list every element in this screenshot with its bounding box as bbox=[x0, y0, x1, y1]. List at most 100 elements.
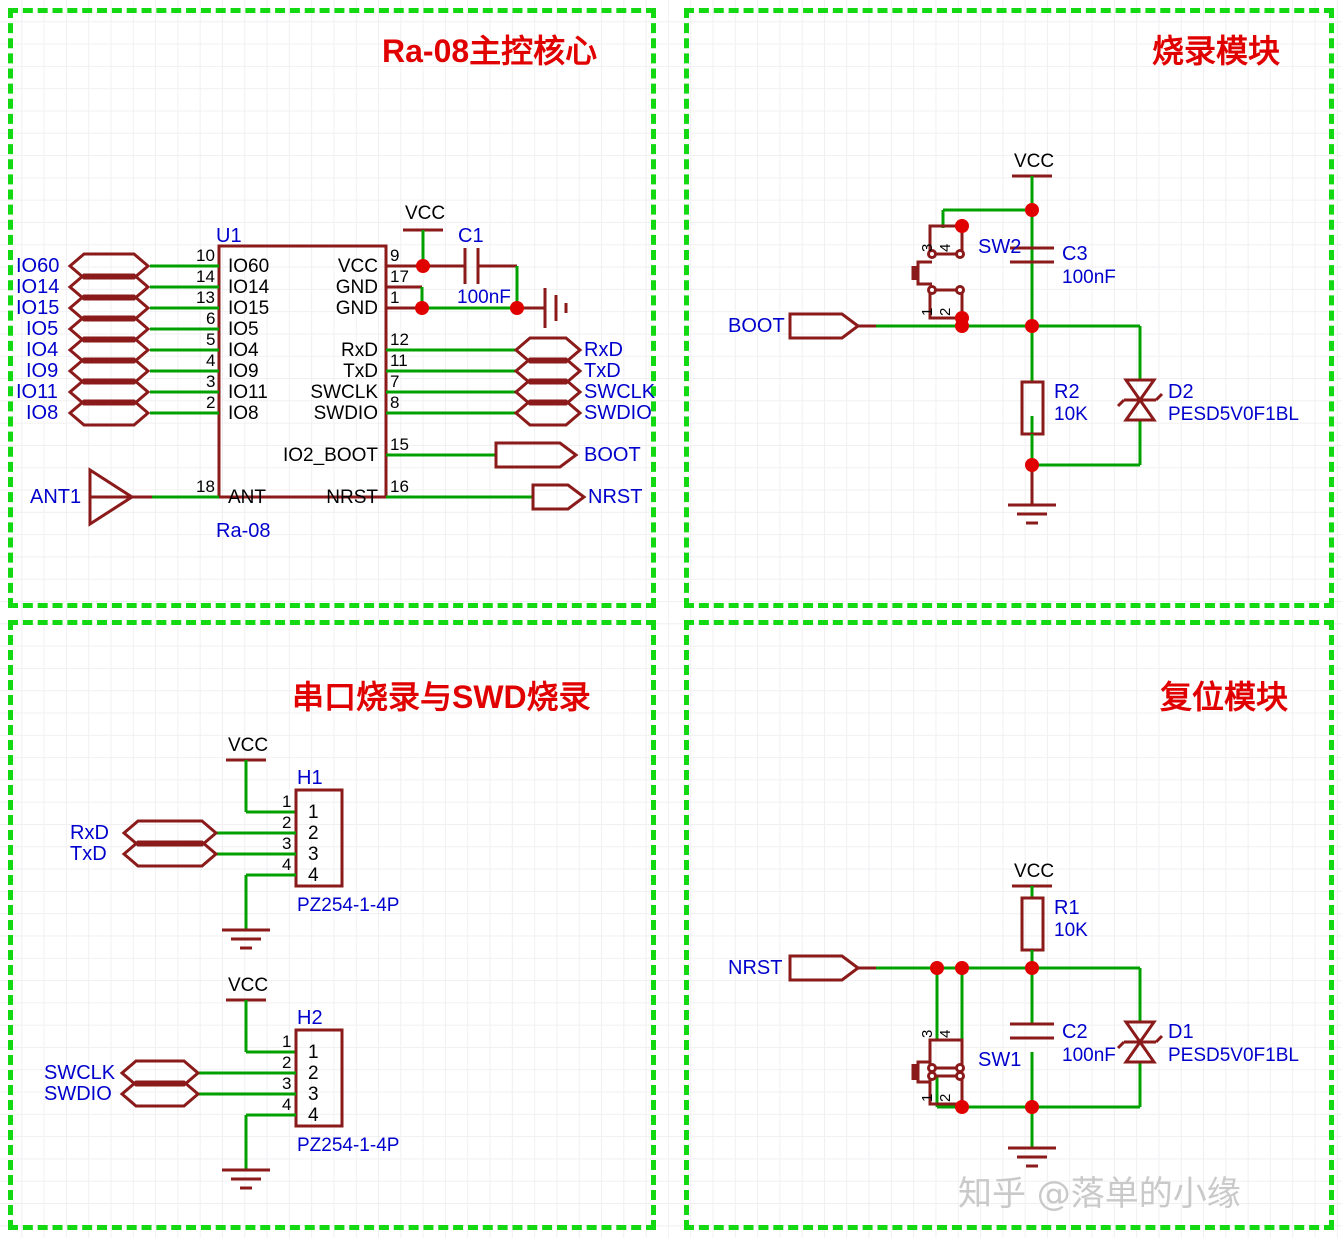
h2-pin-num-4: 4 bbox=[282, 1095, 292, 1114]
sw1-ref: SW1 bbox=[978, 1049, 1022, 1071]
gnd-symbol-h1 bbox=[222, 928, 270, 950]
u1-pin-num-18: 18 bbox=[196, 477, 215, 496]
c2-ref: C2 bbox=[1062, 1021, 1088, 1043]
u1-pin-num-7: 7 bbox=[390, 372, 400, 391]
h1-ref: H1 bbox=[297, 767, 323, 789]
r2-value: 10K bbox=[1054, 404, 1088, 425]
port-label-boot-tl[interactable]: BOOT bbox=[584, 444, 641, 466]
net-label-swclk[interactable]: SWCLK bbox=[584, 381, 656, 403]
net-label-rxd[interactable]: RxD bbox=[584, 339, 623, 361]
h1-pin-num-3: 3 bbox=[282, 834, 292, 853]
r2-ref: R2 bbox=[1054, 381, 1080, 403]
u1-pin-name-io4: IO4 bbox=[228, 340, 259, 361]
h1-pin-num-1: 1 bbox=[282, 792, 292, 811]
d1-ref: D1 bbox=[1168, 1021, 1194, 1043]
h1-pin-num-2: 2 bbox=[282, 813, 292, 832]
sw1-pin-1: 1 bbox=[919, 1093, 936, 1102]
gnd-symbol-h2 bbox=[222, 1168, 270, 1190]
h1-inner-3: 3 bbox=[308, 844, 319, 865]
net-label-h2-swdio[interactable]: SWDIO bbox=[44, 1083, 112, 1105]
u1-pin-name-io11: IO11 bbox=[228, 382, 268, 403]
net-label-h2-swclk[interactable]: SWCLK bbox=[44, 1062, 116, 1084]
u1-pin-name-io5: IO5 bbox=[228, 319, 259, 340]
u1-pin-name-io2boot: IO2_BOOT bbox=[282, 445, 378, 466]
c3-ref: C3 bbox=[1062, 243, 1088, 265]
u1-pin-name-io60: IO60 bbox=[228, 256, 270, 277]
h1-body bbox=[294, 788, 344, 888]
u1-pin-name-io15: IO15 bbox=[228, 298, 270, 319]
port-boot-shape bbox=[494, 441, 579, 469]
sw2-symbol bbox=[911, 224, 965, 320]
gnd-symbol-tr bbox=[1008, 465, 1056, 525]
net-label-io11[interactable]: IO11 bbox=[16, 381, 58, 403]
net-label-swdio[interactable]: SWDIO bbox=[584, 402, 652, 424]
junction bbox=[416, 259, 430, 273]
h1-inner-1: 1 bbox=[308, 802, 319, 823]
junction bbox=[955, 1100, 969, 1114]
h2-ref: H2 bbox=[297, 1007, 323, 1029]
d2-ref: D2 bbox=[1168, 381, 1194, 403]
c3-value: 100nF bbox=[1062, 267, 1116, 288]
d1-value: PESD5V0F1BL bbox=[1168, 1045, 1299, 1066]
net-label-io15[interactable]: IO15 bbox=[16, 297, 60, 319]
u1-pin-name-ant: ANT bbox=[228, 487, 266, 508]
junction bbox=[955, 319, 969, 333]
c2-symbol bbox=[1010, 1022, 1054, 1040]
net-label-io9[interactable]: IO9 bbox=[26, 360, 59, 382]
h1-inner-2: 2 bbox=[308, 823, 319, 844]
watermark: 知乎 @落单的小缘 bbox=[958, 1174, 1241, 1214]
junction bbox=[415, 301, 429, 315]
gnd-symbol-c1 bbox=[517, 288, 568, 328]
port-nrst-br-shape bbox=[788, 954, 876, 982]
sw1-symbol bbox=[911, 1038, 965, 1106]
junction bbox=[1025, 458, 1039, 472]
u1-pin-name-txd: TxD bbox=[343, 361, 378, 382]
h2-inner-1: 1 bbox=[308, 1042, 319, 1063]
u1-pin-num-15: 15 bbox=[390, 435, 409, 454]
u1-pin-name-io9: IO9 bbox=[228, 361, 259, 382]
net-label-io14[interactable]: IO14 bbox=[16, 276, 60, 298]
vcc-label-h2: VCC bbox=[228, 975, 269, 996]
u1-pin-name-swdio: SWDIO bbox=[313, 403, 378, 424]
u1-value: Ra-08 bbox=[216, 520, 271, 542]
title-bottom-right: 复位模块 bbox=[1160, 679, 1289, 715]
u1-pin-num-14: 14 bbox=[196, 267, 215, 286]
sw1-pin-4: 4 bbox=[937, 1029, 954, 1038]
h2-inner-2: 2 bbox=[308, 1063, 319, 1084]
port-label-nrst-br[interactable]: NRST bbox=[728, 957, 783, 979]
u1-pin-num-17: 17 bbox=[390, 267, 409, 286]
h1-value: PZ254-1-4P bbox=[297, 895, 400, 916]
sw2-pin-2: 2 bbox=[937, 307, 954, 316]
net-label-txd[interactable]: TxD bbox=[584, 360, 621, 382]
net-label-io60[interactable]: IO60 bbox=[16, 255, 60, 277]
net-label-shapes-left bbox=[67, 252, 151, 427]
h1-pin-num-4: 4 bbox=[282, 855, 292, 874]
port-label-boot-tr[interactable]: BOOT bbox=[728, 315, 785, 337]
ant1-symbol bbox=[88, 467, 152, 527]
u1-pin-name-vcc: VCC bbox=[337, 256, 378, 277]
vcc-label-tl: VCC bbox=[405, 203, 446, 224]
ant1-ref: ANT1 bbox=[30, 486, 82, 508]
r1-value: 10K bbox=[1054, 920, 1088, 941]
net-label-h1-rxd[interactable]: RxD bbox=[70, 822, 109, 844]
net-label-h1-txd[interactable]: TxD bbox=[70, 843, 107, 865]
h2-value: PZ254-1-4P bbox=[297, 1135, 400, 1156]
vcc-label-br: VCC bbox=[1014, 861, 1055, 882]
net-label-shapes-right bbox=[513, 336, 583, 427]
junction bbox=[930, 961, 944, 975]
r1-ref: R1 bbox=[1054, 897, 1080, 919]
net-label-io4[interactable]: IO4 bbox=[26, 339, 59, 361]
u1-pin-name-swclk: SWCLK bbox=[310, 382, 378, 403]
net-label-io8[interactable]: IO8 bbox=[26, 402, 59, 424]
port-label-nrst-tl[interactable]: NRST bbox=[588, 486, 643, 508]
net-label-io5[interactable]: IO5 bbox=[26, 318, 59, 340]
junction bbox=[1025, 319, 1039, 333]
u1-pin-num-9: 9 bbox=[390, 246, 400, 265]
junction bbox=[1025, 203, 1039, 217]
u1-pin-num-10: 10 bbox=[196, 246, 215, 265]
h2-pin-num-2: 2 bbox=[282, 1053, 292, 1072]
vcc-label-tr: VCC bbox=[1014, 151, 1055, 172]
u1-pin-num-8: 8 bbox=[390, 393, 400, 412]
